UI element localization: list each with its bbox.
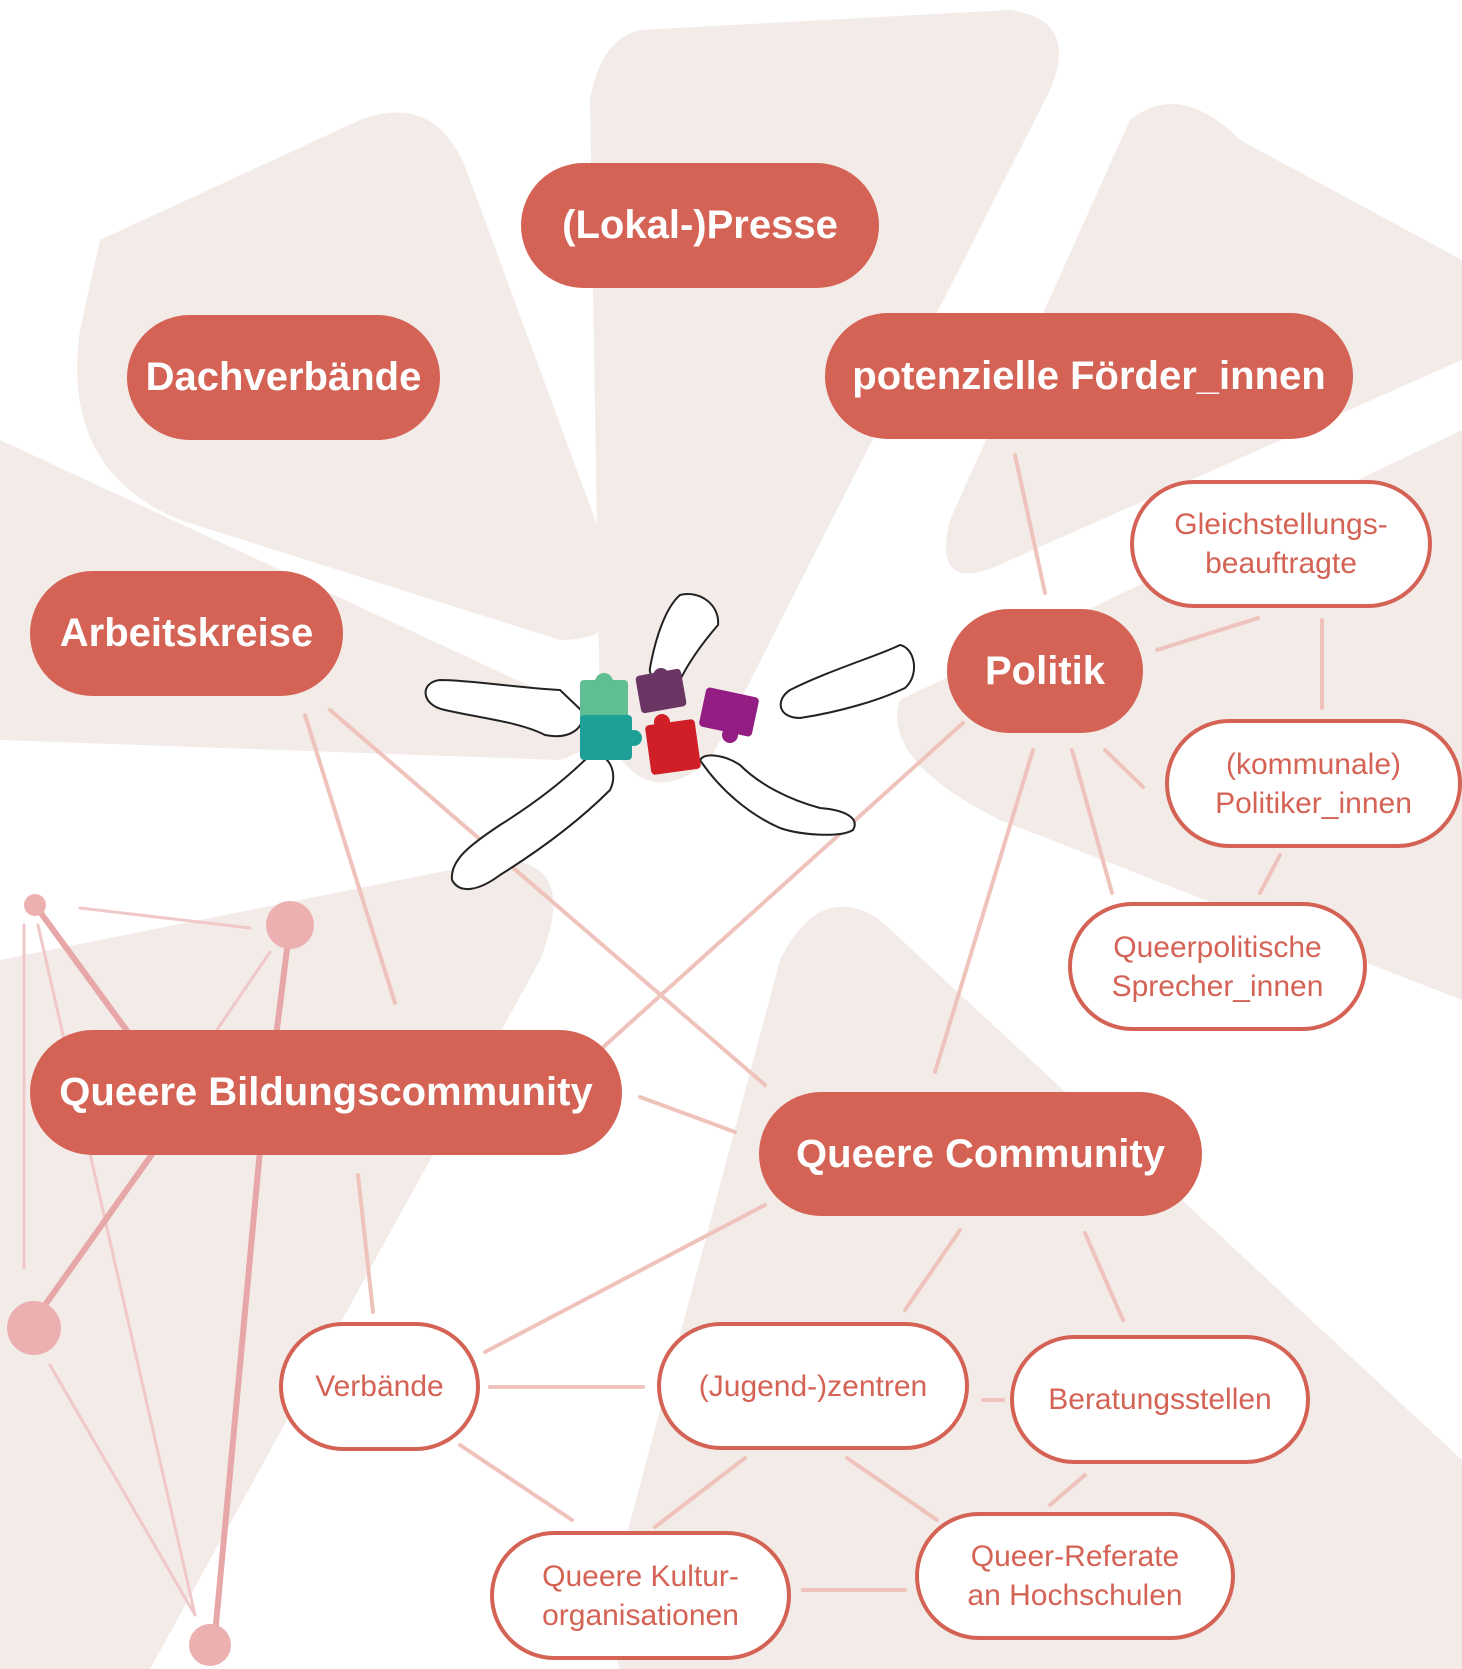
connector-line [483,1203,767,1354]
puzzle-piece-red [645,719,701,775]
puzzle-knob [595,673,613,691]
puzzle-knob [626,730,642,746]
node-arbeitskreise-label: Arbeitskreise [59,611,314,655]
puzzle-piece-purple [635,668,687,714]
node-gleichstellung: Gleichstellungs- beauftragte [1130,480,1432,608]
connector-line [653,1456,747,1529]
decor-line [32,902,133,1038]
decor-dot [189,1624,231,1666]
node-lokalpresse: (Lokal-)Presse [521,163,879,288]
node-community: Queere Community [759,1092,1202,1216]
node-bildungscommunity: Queere Bildungscommunity [30,1030,622,1155]
node-gleichstellung-line1: Gleichstellungs- [1174,508,1388,541]
node-sprecher-line2: Sprecher_innen [1111,969,1324,1003]
node-bildungscommunity-label: Queere Bildungscommunity [59,1070,593,1114]
hand-left [424,679,585,738]
node-politiker-line2: Politiker_innen [1215,786,1412,820]
node-politik-label: Politik [984,648,1106,693]
node-referate-line1: Queer-Referate [970,1540,1180,1573]
node-dachverbaende-label: Dachverbände [145,355,422,399]
node-referate-line2: an Hochschulen [967,1579,1183,1612]
node-referate: Queer-Referate an Hochschulen [915,1512,1235,1640]
hands-outline [424,593,915,890]
node-community-label: Queere Community [796,1131,1165,1176]
node-jugendzentren-label: (Jugend-)zentren [698,1369,928,1403]
puzzle-piece-green [580,680,628,722]
decor-line [48,1363,197,1617]
node-foerderinnen-label: potenzielle Förder_innen [852,353,1326,398]
node-kultur-line2: organisationen [542,1598,739,1632]
node-sprecher-line1: Queerpolitische [1113,930,1322,964]
node-politik: Politik [947,609,1143,733]
node-sprecher: Queerpolitische Sprecher_innen [1068,902,1367,1031]
node-arbeitskreise: Arbeitskreise [30,571,343,696]
puzzle-knob [654,714,670,730]
connector-line [458,1443,574,1522]
connector-line [638,1095,737,1134]
node-verbaende-label: Verbände [315,1370,444,1403]
puzzle-pieces [580,668,759,775]
node-kultur: Queere Kultur- organisationen [490,1531,791,1660]
node-lokalpresse-label: (Lokal-)Presse [562,203,838,247]
node-politiker: (kommunale) Politiker_innen [1165,719,1462,848]
decor-dot [266,901,314,949]
connector-line [1155,616,1260,652]
connector-line [903,1228,962,1312]
puzzle-piece-magenta [699,687,759,737]
puzzle-knob [722,727,738,743]
node-verbaende: Verbände [279,1322,480,1451]
hand-bottom-right [699,754,856,836]
connector-line [1070,748,1114,895]
connector-line [1258,853,1282,895]
decor-dot [7,1301,61,1355]
node-politiker-line1: (kommunale) [1225,747,1402,781]
decor-line [208,950,272,1042]
hand-right [779,644,915,719]
connector-line [845,1456,939,1522]
connector-line [356,1173,375,1314]
node-jugendzentren: (Jugend-)zentren [657,1322,969,1450]
decorative-network-lines [22,902,293,1638]
node-gleichstellung-line2: beauftragte [1205,547,1357,580]
decor-line [42,1147,158,1308]
node-beratung: Beratungsstellen [1010,1335,1310,1464]
node-beratung-label: Beratungsstellen [1048,1383,1272,1416]
puzzle-knob [653,668,669,684]
connector-line [328,708,767,1087]
node-dachverbaende: Dachverbände [127,315,440,440]
decor-line [212,1147,263,1638]
connector-line [1103,748,1145,789]
connector-line [303,713,397,1005]
connector-line [933,748,1035,1074]
connector-line [1048,1473,1087,1507]
connector-line [1013,453,1047,595]
connector-lines-group [303,453,1324,1592]
connector-line [1083,1231,1125,1322]
puzzle-piece-teal [580,715,632,760]
node-foerderinnen: potenzielle Förder_innen [825,313,1353,439]
hand-bottom-left [450,753,615,890]
decor-dot [24,894,46,916]
decor-line [78,906,252,930]
node-kultur-line1: Queere Kultur- [542,1559,739,1593]
